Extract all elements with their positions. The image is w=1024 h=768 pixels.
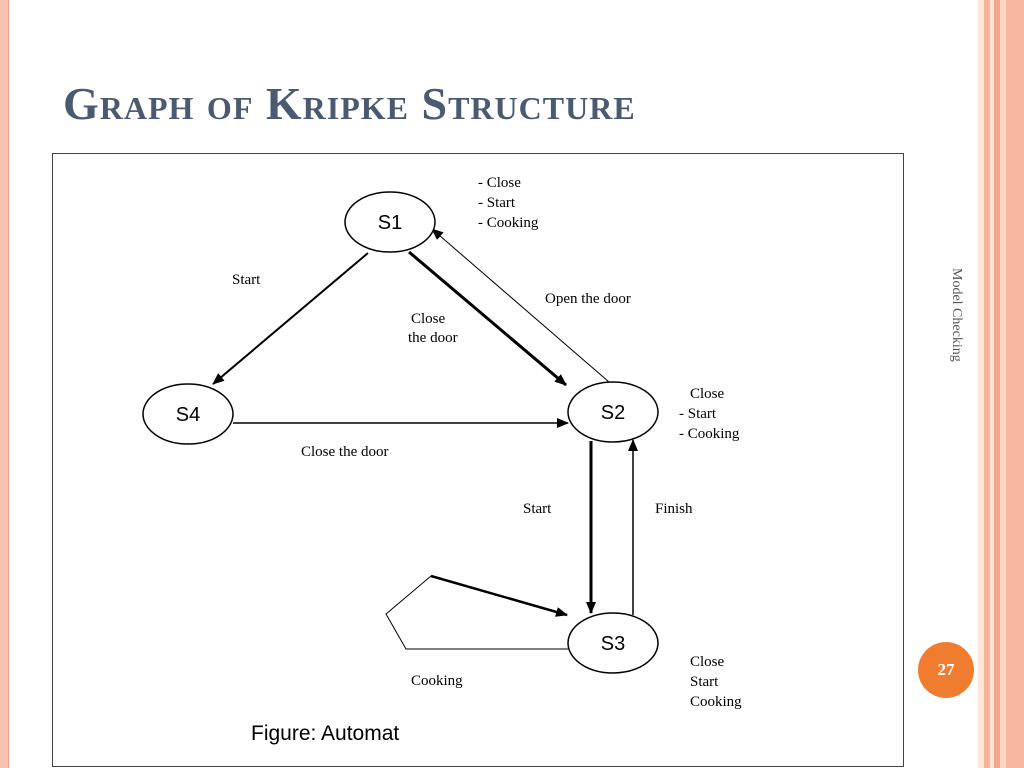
s3-prop-start: Start (690, 674, 719, 690)
state-node-s1 (344, 191, 436, 253)
state-label-s2: S2 (601, 402, 625, 424)
edge-s1-to-s2 (408, 250, 567, 387)
edge-label-s1-s2-line1: Close (411, 311, 446, 327)
s2-prop-start: - Start (679, 406, 717, 422)
state-label-s3: S3 (601, 633, 625, 655)
edge-s3-self-loop-arrow (430, 574, 568, 617)
edge-label-s4-s2: Close the door (301, 444, 389, 460)
edge-label-s2-s3: Start (523, 501, 552, 517)
kripke-diagram: S1 S2 S3 S4 - Close - Start - Cooking Cl… (142, 175, 742, 745)
s3-prop-close: Close (690, 654, 725, 670)
edge-s1-to-s4 (212, 252, 369, 385)
right-decor-stripe (994, 0, 1000, 768)
state-label-s1: S1 (378, 212, 402, 234)
left-rule (0, 0, 9, 768)
s2-prop-cooking: - Cooking (679, 426, 740, 442)
s1-prop-start: - Start (478, 195, 516, 211)
right-decor-stripe (1000, 0, 1006, 768)
edge-label-s3-loop: Cooking (411, 673, 463, 689)
page-number: 27 (937, 660, 955, 679)
edge-s2-to-s1 (431, 228, 610, 383)
right-decor-stripe (990, 0, 994, 768)
right-decor-stripe (984, 0, 990, 768)
s1-prop-close: - Close (478, 175, 521, 191)
s2-prop-close: Close (690, 386, 725, 402)
figure-caption: Figure: Automat (251, 722, 399, 745)
s1-prop-cooking: - Cooking (478, 215, 539, 231)
side-section-label: Model Checking (949, 268, 964, 362)
right-decor-stripe (978, 0, 984, 768)
state-node-s4 (142, 383, 234, 445)
state-node-s3 (567, 612, 659, 674)
state-label-s4: S4 (176, 404, 200, 426)
slide-title: Graph of Kripke Structure (63, 78, 636, 129)
edge-label-s3-s2: Finish (655, 501, 693, 517)
edge-label-s2-s1: Open the door (545, 291, 631, 307)
right-decor-stripe (1006, 0, 1024, 768)
s3-prop-cooking: Cooking (690, 694, 742, 710)
state-node-s2 (567, 381, 659, 443)
figure-frame: S1 S2 S3 S4 - Close - Start - Cooking Cl… (52, 153, 904, 767)
edge-s3-self-loop (385, 575, 568, 650)
edge-label-s1-s4: Start (232, 272, 261, 288)
page-number-badge: 27 (918, 642, 974, 698)
edge-label-s1-s2-line2: the door (408, 330, 458, 346)
